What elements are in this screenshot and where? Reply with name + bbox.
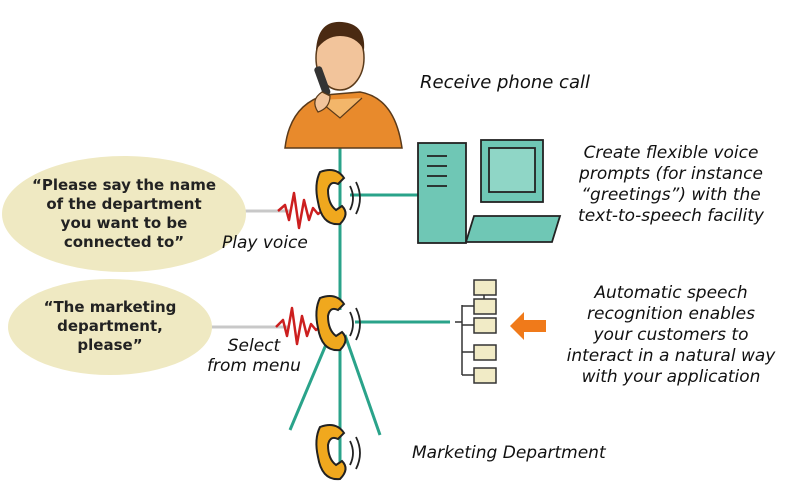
select-menu-label: Select from menu <box>204 336 304 376</box>
asr-line-4: interact in a natural way <box>566 346 776 366</box>
connector-lines <box>288 148 450 475</box>
asr-line-2: recognition enables <box>587 304 755 324</box>
reply-bubble-text: “The marketing department, please” <box>20 298 200 355</box>
receive-call-label: Receive phone call <box>420 72 590 93</box>
create-prompts-line-4: text-to-speech facility <box>578 206 764 226</box>
prompt-line-3: you want to be <box>60 214 188 232</box>
computer-icon <box>417 139 562 244</box>
prompt-bubble-text: “Please say the name of the department y… <box>14 176 234 252</box>
sound-wave-icon-top <box>277 191 323 230</box>
reply-line-3: please” <box>77 336 143 354</box>
asr-line-5: with your application <box>581 367 761 387</box>
tree-diagram-icon <box>455 279 497 384</box>
telephone-icon-top <box>315 169 361 226</box>
sound-wave-icon-mid <box>275 306 321 346</box>
telephone-icon-bottom <box>315 424 361 481</box>
person-on-phone-icon <box>284 21 403 149</box>
prompt-line-2: of the department <box>46 195 202 213</box>
asr-line-3: your customers to <box>593 325 749 345</box>
create-prompts-line-1: Create flexible voice <box>583 143 759 163</box>
marketing-department-label: Marketing Department <box>412 443 606 463</box>
asr-line-1: Automatic speech <box>594 283 748 303</box>
reply-bubble <box>8 279 212 375</box>
create-prompts-line-3: “greetings”) with the <box>581 185 761 205</box>
play-voice-label: Play voice <box>222 233 308 253</box>
asr-label: Automatic speech recognition enables you… <box>555 283 787 388</box>
create-prompts-line-2: prompts (for instance <box>579 164 763 184</box>
prompt-bubble <box>2 156 246 272</box>
prompt-line-1: “Please say the name <box>31 176 217 194</box>
telephone-icon-mid <box>315 295 361 352</box>
reply-line-1: “The marketing <box>43 298 177 316</box>
prompt-line-4: connected to” <box>63 233 185 251</box>
arrow-icon <box>510 312 546 340</box>
select-menu-line-1: Select <box>227 336 281 356</box>
create-prompts-label: Create flexible voice prompts (for insta… <box>555 143 787 227</box>
reply-line-2: department, <box>57 317 163 335</box>
select-menu-line-2: from menu <box>207 356 301 376</box>
